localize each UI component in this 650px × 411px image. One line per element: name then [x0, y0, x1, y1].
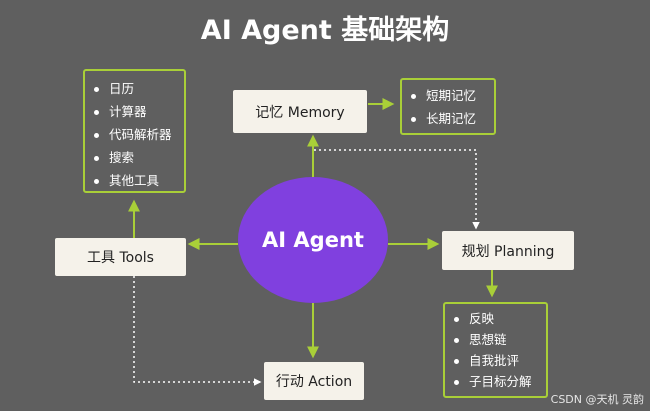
memory-list-box: 短期记忆 长期记忆 [400, 78, 496, 135]
tools-list-item: 代码解析器 [85, 123, 184, 146]
dotted-tools-action [133, 276, 262, 386]
memory-list-item: 长期记忆 [402, 107, 494, 130]
memory-node[interactable]: 记忆 Memory [233, 90, 367, 133]
tools-list-item: 其他工具 [85, 169, 184, 192]
planning-node[interactable]: 规划 Planning [442, 231, 574, 270]
planning-list-item: 自我批评 [445, 350, 546, 371]
watermark: CSDN @天机 灵韵 [550, 393, 644, 406]
dotted-memory-planning [314, 149, 480, 230]
planning-list-item: 思想链 [445, 329, 546, 350]
tools-list-item: 搜索 [85, 146, 184, 169]
memory-list-item: 短期记忆 [402, 84, 494, 107]
action-node[interactable]: 行动 Action [264, 362, 364, 400]
tools-list-item: 日历 [85, 77, 184, 100]
ai-agent-node[interactable]: AI Agent [238, 177, 388, 303]
diagram-title: AI Agent 基础架构 [200, 15, 450, 46]
tools-list-item: 计算器 [85, 100, 184, 123]
tools-list-box: 日历 计算器 代码解析器 搜索 其他工具 [83, 69, 186, 193]
planning-list-box: 反映 思想链 自我批评 子目标分解 [443, 302, 548, 398]
planning-list-item: 反映 [445, 308, 546, 329]
tools-node[interactable]: 工具 Tools [55, 238, 186, 276]
planning-list-item: 子目标分解 [445, 371, 546, 392]
